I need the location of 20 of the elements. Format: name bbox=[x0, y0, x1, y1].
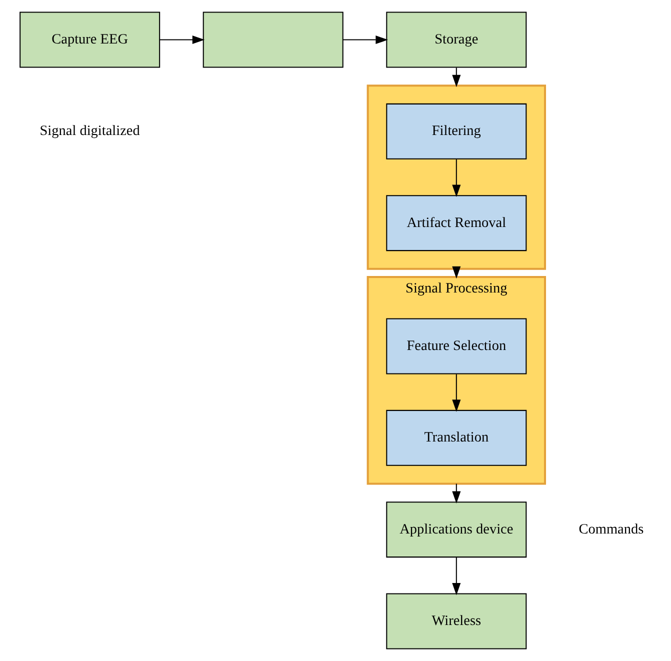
cluster bbox=[366, 84, 546, 270]
node-box: Wireless bbox=[386, 593, 526, 650]
arrow bbox=[159, 36, 204, 44]
label: Commands bbox=[578, 521, 644, 538]
node-box: Filtering bbox=[386, 103, 526, 160]
arrow bbox=[452, 159, 460, 198]
node-box: Storage bbox=[386, 12, 526, 68]
arrow bbox=[342, 36, 388, 44]
arrow bbox=[452, 68, 460, 88]
node-box: Capture EEG bbox=[19, 12, 160, 68]
node-box: Artifact Removal bbox=[386, 195, 526, 252]
arrow bbox=[452, 374, 460, 412]
arrow bbox=[452, 484, 460, 504]
label: Signal digitalized bbox=[39, 123, 140, 140]
arrow bbox=[452, 266, 460, 279]
arrow bbox=[452, 557, 460, 596]
node-box bbox=[202, 12, 343, 68]
node-box: Translation bbox=[386, 410, 526, 466]
node-box: Applications device bbox=[386, 502, 526, 558]
node-box: Feature Selection bbox=[386, 318, 526, 374]
